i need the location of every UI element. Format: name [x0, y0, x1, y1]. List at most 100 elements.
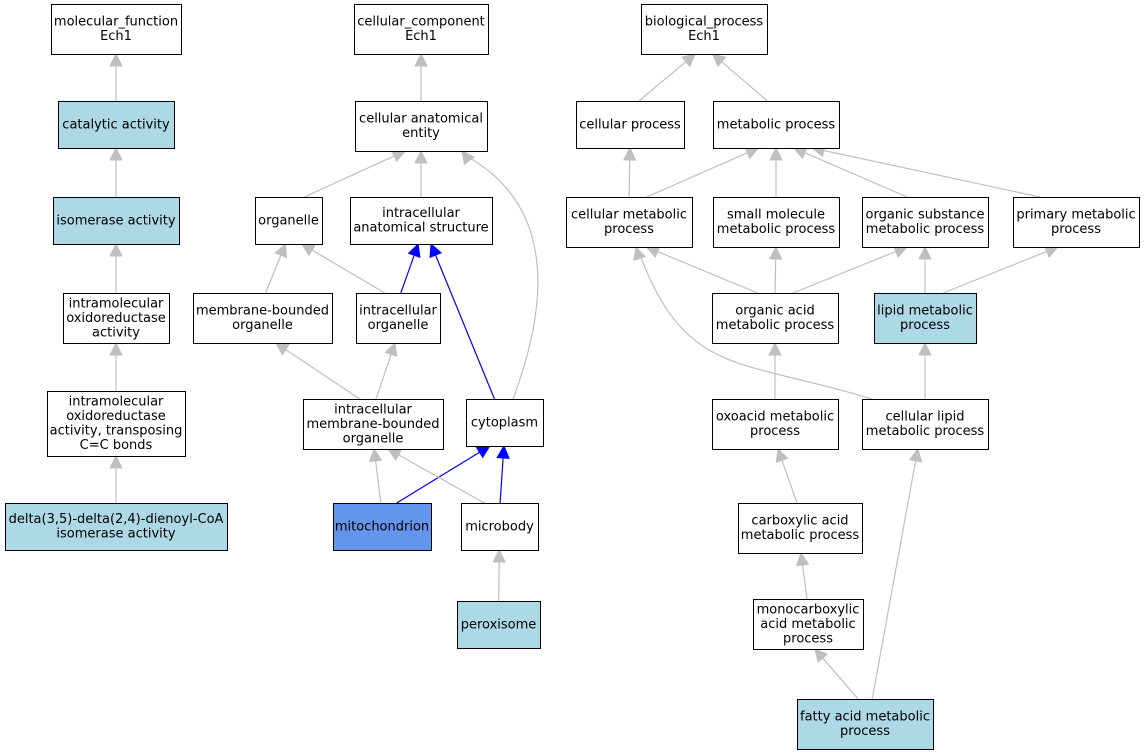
node-box	[738, 503, 863, 554]
node-label-line: mitochondrion	[335, 519, 429, 534]
node-label-line: metabolic process	[866, 222, 985, 237]
node-label-line: activity	[92, 325, 140, 340]
node-label-line: organelle	[368, 318, 429, 333]
edge-oxmp-to-oamp	[768, 341, 782, 399]
node-box	[713, 197, 840, 248]
edge-intramol-to-isomerase	[109, 242, 123, 293]
node-box	[466, 399, 544, 447]
edge-osmp-to-mp	[792, 146, 908, 198]
node-box	[1013, 197, 1140, 248]
edge-imbo-to-io	[375, 341, 398, 400]
node-label-line: process	[783, 631, 833, 646]
node-label-line: organelle	[343, 431, 404, 446]
edge-cmp-to-cp	[622, 146, 637, 198]
node-box	[712, 293, 839, 344]
node-delta[interactable]: delta(3,5)-delta(2,4)-dienoyl-CoAisomera…	[5, 503, 228, 551]
node-cp[interactable]: cellular process	[576, 101, 685, 149]
edge-cae-to-cc_root	[414, 52, 428, 101]
edge-clmp-to-lmp	[918, 341, 932, 399]
node-label-line: metabolic process	[716, 318, 835, 333]
node-label-line: intracellular	[334, 402, 412, 417]
edge-perox-to-microbody	[492, 548, 507, 602]
node-label-line: organelle	[258, 213, 319, 228]
edge-delta-to-intramol_cc	[109, 454, 123, 503]
node-box	[461, 503, 539, 551]
node-catalytic[interactable]: catalytic activity	[58, 101, 175, 149]
node-label-line: Ech1	[405, 29, 437, 44]
node-label-line: peroxisome	[461, 617, 537, 632]
edge-io-to-ias	[400, 242, 421, 294]
node-box	[712, 399, 839, 450]
node-mp[interactable]: metabolic process	[713, 101, 840, 149]
node-label-line: C=C bonds	[80, 438, 153, 453]
node-label-line: metabolic process	[717, 222, 836, 237]
node-mito[interactable]: mitochondrion	[333, 503, 432, 551]
node-label-line: delta(3,5)-delta(2,4)-dienoyl-CoA	[9, 512, 224, 527]
edge-oamp-to-osmp	[792, 245, 909, 294]
node-box	[641, 4, 768, 55]
node-box	[874, 293, 977, 344]
node-label-line: primary metabolic	[1016, 208, 1135, 223]
node-box	[58, 101, 175, 149]
node-label-line: intramolecular	[69, 395, 164, 410]
edge-mcamp-to-camp	[795, 551, 810, 600]
node-organelle[interactable]: organelle	[255, 197, 323, 245]
edge-cmp-to-mp	[646, 146, 760, 198]
edge-mito-to-imbo	[368, 447, 383, 504]
node-label-line: process	[604, 222, 654, 237]
node-label-line: intracellular	[359, 304, 437, 319]
node-isomerase[interactable]: isomerase activity	[53, 197, 180, 245]
node-label-line: process	[900, 318, 950, 333]
node-box	[797, 699, 934, 750]
node-label-line: cellular_component	[357, 15, 485, 30]
node-label-line: carboxylic acid	[751, 514, 848, 529]
node-label-line: intracellular	[382, 206, 460, 221]
node-label-line: small molecule	[727, 208, 825, 223]
node-microbody[interactable]: microbody	[461, 503, 539, 551]
node-label-line: monocarboxylic	[757, 602, 860, 617]
node-box	[713, 101, 840, 149]
edges-layer	[109, 52, 1059, 700]
node-label-line: anatomical structure	[353, 221, 488, 236]
node-perox[interactable]: peroxisome	[457, 601, 541, 649]
node-cytoplasm[interactable]: cytoplasm	[466, 399, 544, 447]
node-label-line: Ech1	[688, 29, 720, 44]
node-box	[333, 503, 432, 551]
node-label-line: lipid metabolic	[877, 304, 973, 319]
edge-camp-to-oxmp	[775, 447, 798, 504]
node-label-line: molecular_function	[54, 15, 178, 30]
node-label-line: microbody	[465, 519, 534, 534]
node-label-line: oxidoreductase	[66, 311, 166, 326]
node-label-line: isomerase activity	[56, 213, 175, 228]
node-box	[862, 399, 989, 450]
node-label-line: intramolecular	[69, 296, 164, 311]
node-label-line: process	[840, 724, 890, 739]
node-label-line: metabolic process	[717, 117, 836, 132]
node-label-line: organic acid	[735, 304, 814, 319]
node-label-line: isomerase activity	[56, 527, 175, 542]
node-box	[47, 391, 186, 457]
edge-mito-to-cytoplasm	[396, 445, 491, 504]
